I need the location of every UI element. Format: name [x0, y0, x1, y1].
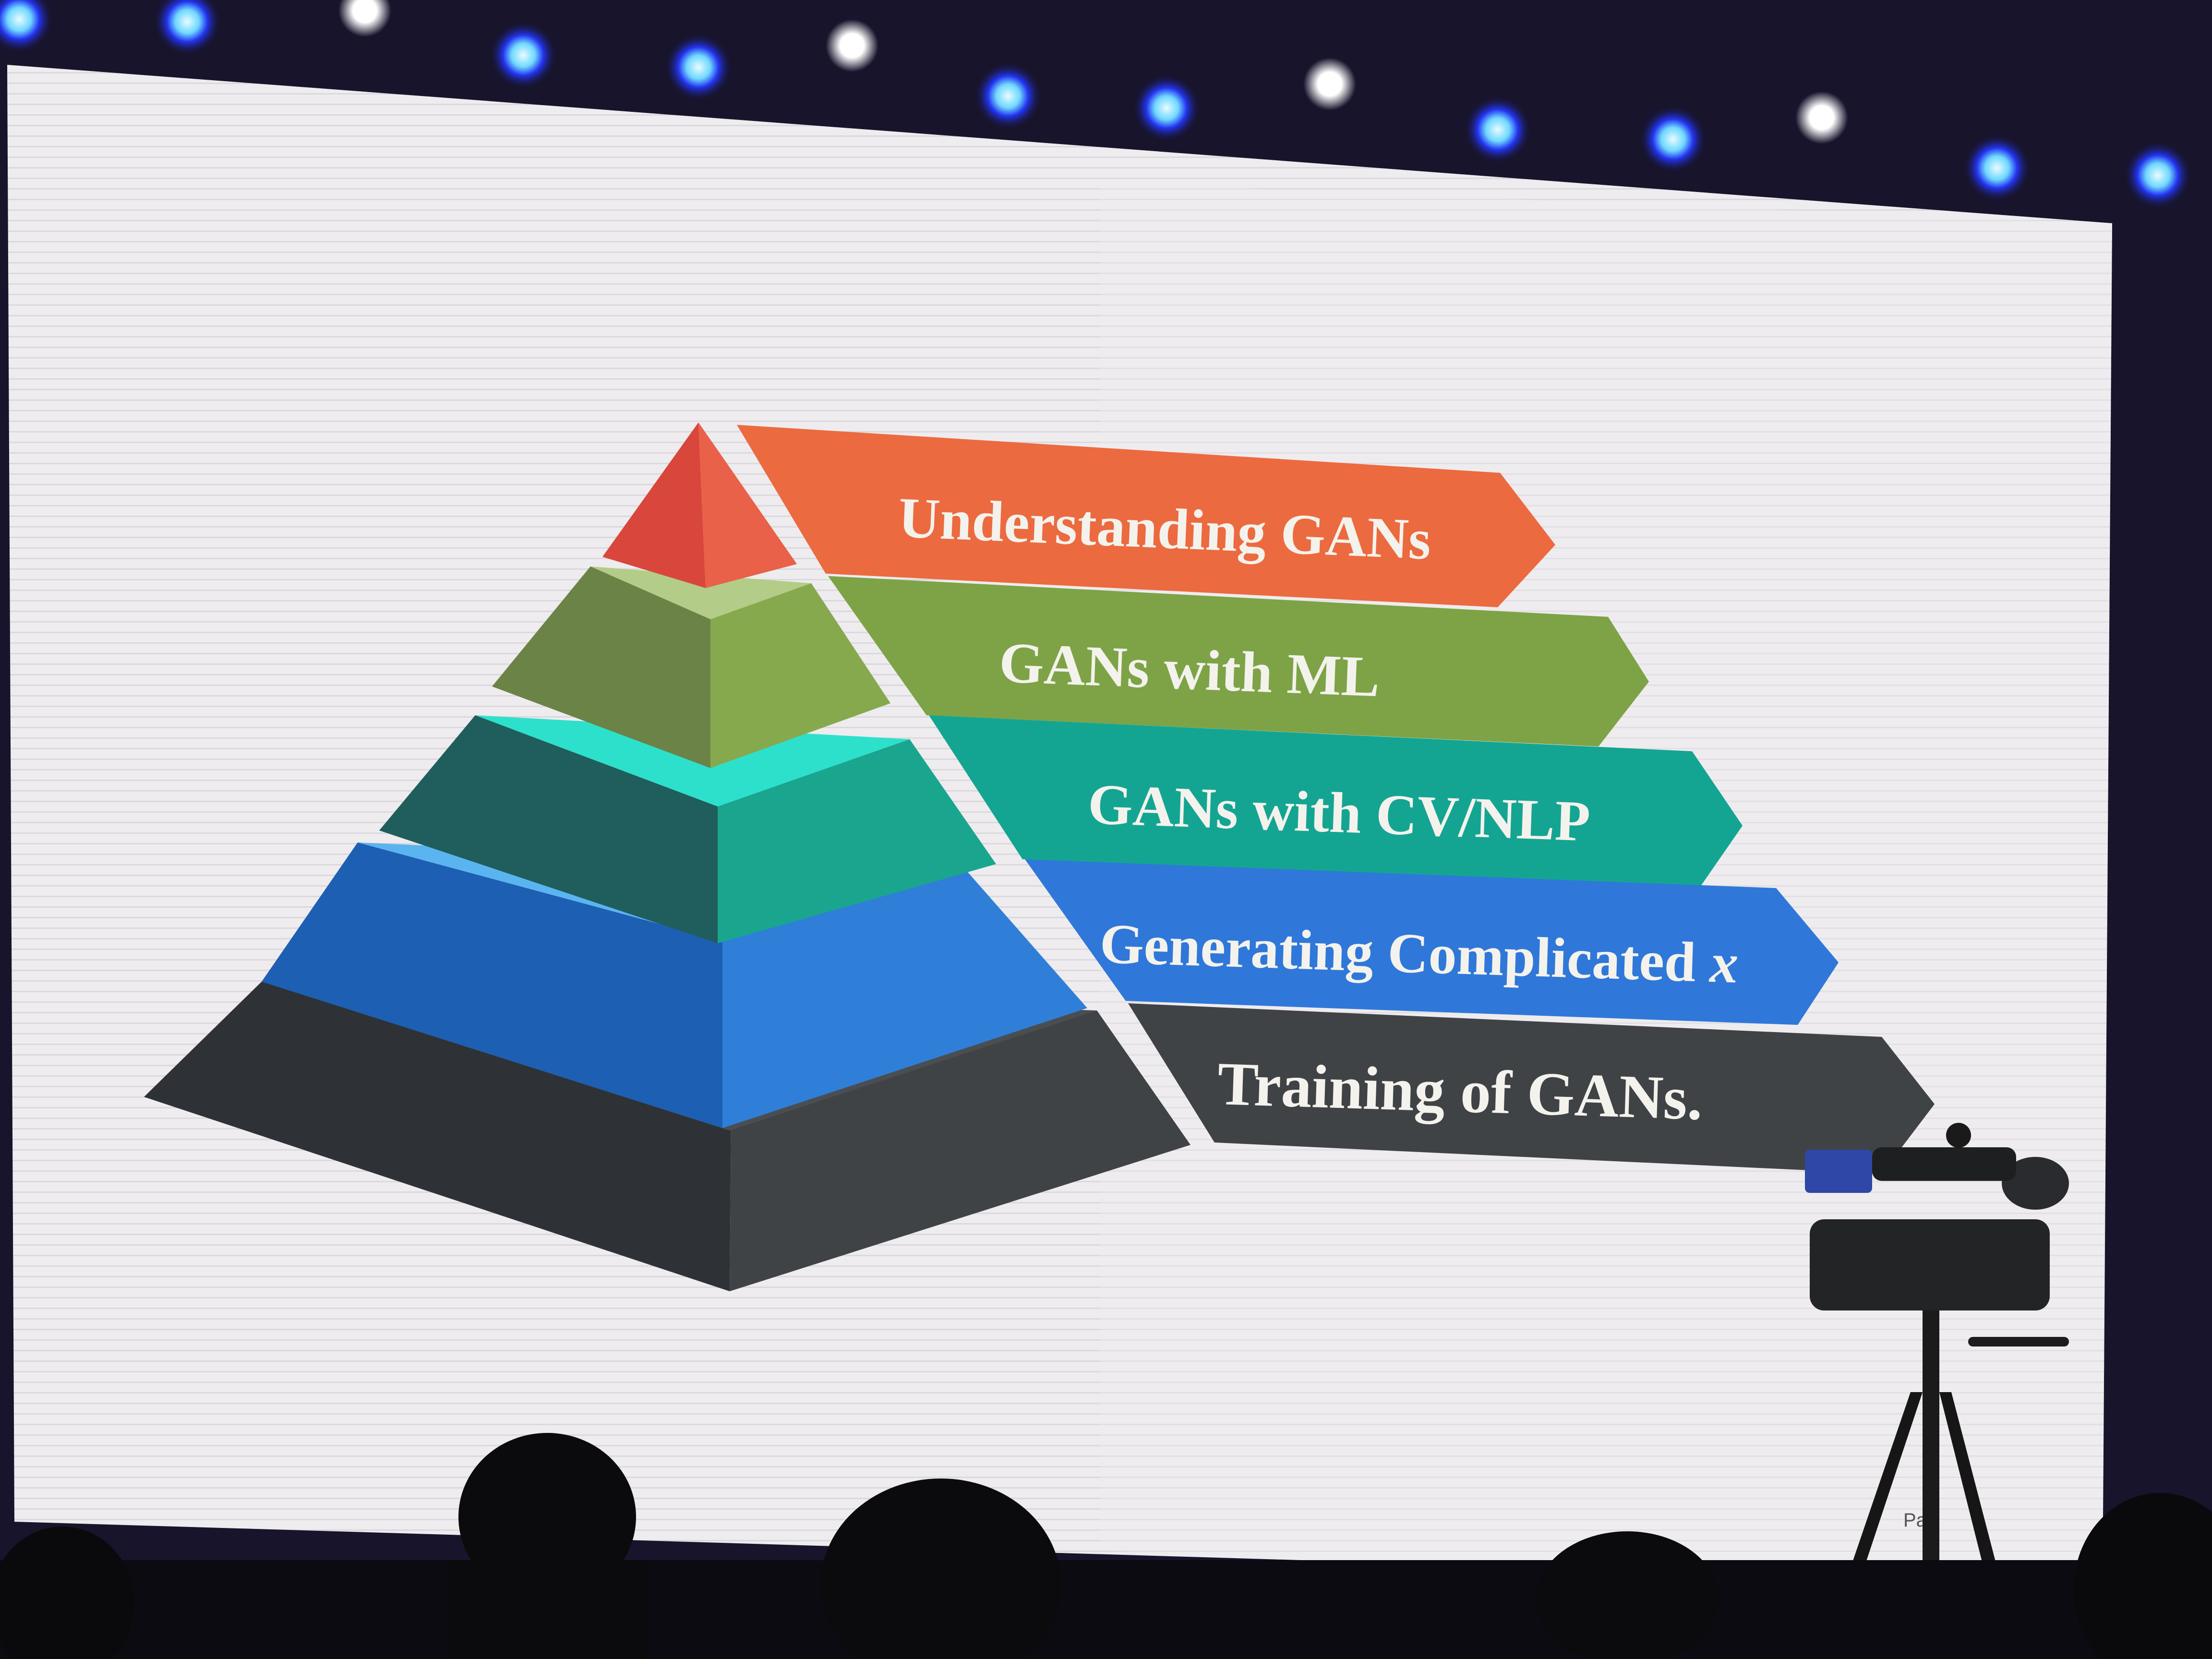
camera-handle [1872, 1147, 2016, 1181]
pyramid [144, 422, 1190, 1291]
audience [0, 1433, 2212, 1659]
pyramid-tier-2-left [492, 566, 710, 768]
audience-head [1536, 1531, 1719, 1659]
band-5 [1128, 1003, 1935, 1174]
pyramid-tier-1-right [698, 422, 797, 588]
stage-light [974, 62, 1042, 130]
stage-light [338, 0, 391, 37]
stage-light [1963, 134, 2031, 202]
stage-light [1795, 91, 1848, 144]
camera-body [1810, 1219, 2050, 1310]
band-label-4-variable: x [1708, 931, 1739, 995]
pyramid-tier-1-left [602, 422, 706, 588]
audience-head [458, 1433, 636, 1601]
pyramid-tier-4-right [722, 869, 1087, 1128]
audience-head [2074, 1493, 2212, 1659]
audience-head [0, 1527, 134, 1659]
camera-viewfinder-screen [1805, 1150, 1872, 1193]
pyramid-tier-4-left [262, 842, 722, 1128]
stage-light [1639, 106, 1707, 173]
camera-pan-bar [1968, 1337, 2069, 1346]
pyramid-tier-3-left [379, 715, 718, 943]
pyramid-tier-3-right [718, 739, 996, 943]
band-2 [828, 576, 1649, 746]
band-label-5: Training of GANs. [1216, 1049, 1704, 1133]
camera-lens-icon [2002, 1157, 2069, 1210]
audience-body [446, 1560, 648, 1659]
stage-light [1133, 74, 1200, 142]
label-bands [737, 425, 1935, 1174]
stage-light [490, 22, 557, 89]
stage-light [1303, 58, 1356, 110]
stage-lights [0, 0, 2191, 209]
stage-light [154, 0, 221, 55]
band-1 [737, 425, 1555, 607]
stage-light [0, 0, 53, 53]
band-3 [929, 715, 1743, 888]
audience-head [821, 1479, 1061, 1659]
audience-floor [0, 1560, 2212, 1659]
pyramid-tier-2-top [590, 566, 811, 619]
pyramid-tier-2-right [710, 583, 890, 768]
band-4 [1025, 859, 1839, 1025]
stage-light [1464, 96, 1531, 163]
stage-light [665, 34, 732, 101]
camera-top-knob [1946, 1123, 1971, 1148]
band-label-2: GANs with ML [998, 630, 1381, 709]
stage-light [826, 19, 878, 72]
stage-light [2124, 142, 2191, 209]
